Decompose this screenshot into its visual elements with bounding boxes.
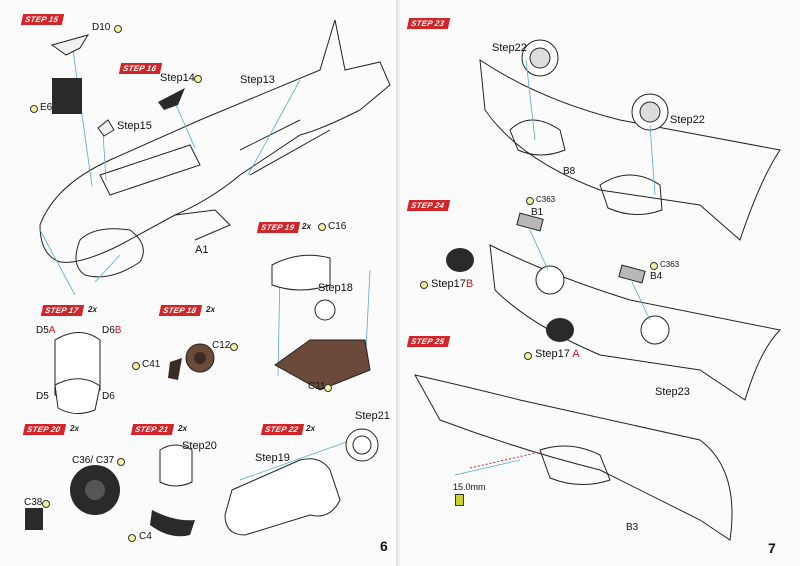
label-d6b-part: D6 bbox=[102, 325, 115, 336]
label-d5a-part: D5 bbox=[36, 325, 49, 336]
step-22-tag: STEP 22 bbox=[260, 424, 305, 435]
page-number-left: 6 bbox=[380, 538, 388, 554]
glue-marker-icon bbox=[526, 197, 534, 205]
label-c363-b: C363 bbox=[660, 260, 680, 269]
glue-marker-icon bbox=[420, 281, 428, 289]
label-c36-c37: C36/ C37 bbox=[72, 455, 115, 466]
nose-cone-outline bbox=[75, 228, 144, 278]
fuselage-outline bbox=[39, 19, 391, 263]
label-step23: Step23 bbox=[655, 386, 690, 398]
label-d6: D6 bbox=[102, 391, 115, 402]
glue-marker-icon bbox=[524, 352, 532, 360]
aircraft-step25-outline bbox=[414, 374, 733, 541]
glue-marker-icon bbox=[650, 262, 658, 270]
label-step22-left: Step22 bbox=[492, 42, 527, 54]
label-step17b-letter: B bbox=[465, 278, 474, 290]
step-25-tag: STEP 25 bbox=[406, 336, 451, 347]
step-21-tag: STEP 21 bbox=[130, 424, 175, 435]
label-step14: Step14 bbox=[160, 72, 195, 84]
label-step22-right: Step22 bbox=[670, 114, 705, 126]
page-number-right: 7 bbox=[768, 540, 776, 556]
label-c41: C41 bbox=[142, 359, 161, 370]
label-e6: E6 bbox=[40, 102, 53, 113]
label-step17a-text: Step17 bbox=[535, 348, 570, 360]
label-d10: D10 bbox=[92, 22, 111, 33]
step-17-tag: STEP 17 bbox=[40, 305, 85, 316]
label-d6b: D6B bbox=[102, 325, 121, 336]
label-step18: Step18 bbox=[318, 282, 353, 294]
glue-marker-icon bbox=[318, 223, 326, 231]
instruction-page-left: STEP 15 STEP 16 STEP 17 2x STEP 18 2x ST… bbox=[0, 0, 398, 566]
label-b4: B4 bbox=[650, 271, 663, 282]
label-a1: A1 bbox=[195, 244, 209, 256]
glue-marker-icon bbox=[194, 75, 202, 83]
label-step17b: Step17B bbox=[431, 278, 473, 290]
label-step13: Step13 bbox=[240, 74, 275, 86]
step-19-tag: STEP 19 bbox=[256, 222, 301, 233]
label-step21: Step21 bbox=[355, 410, 390, 422]
step-21-count: 2x bbox=[178, 424, 187, 433]
step-23-tag: STEP 23 bbox=[406, 18, 451, 29]
left-page-drawings bbox=[25, 19, 391, 537]
step-18-count: 2x bbox=[206, 305, 215, 314]
label-c16: C16 bbox=[328, 221, 347, 232]
step-18-tag: STEP 18 bbox=[158, 305, 203, 316]
label-d6b-letter: B bbox=[114, 325, 122, 336]
step-15-tag: STEP 15 bbox=[20, 14, 65, 25]
label-d5a: D5A bbox=[36, 325, 55, 336]
label-b1: B1 bbox=[531, 207, 544, 218]
page-gutter bbox=[396, 0, 402, 566]
label-c38: C38 bbox=[24, 497, 43, 508]
label-c12: C12 bbox=[212, 340, 231, 351]
label-b3: B3 bbox=[626, 522, 639, 533]
cockpit-outline bbox=[99, 144, 201, 196]
label-step20: Step20 bbox=[182, 440, 217, 452]
step-19-count: 2x bbox=[302, 222, 311, 231]
instruction-page-right: STEP 23 STEP 24 STEP 25 Step22 Step22 B8… bbox=[400, 0, 800, 566]
label-step17a: Step17 A bbox=[535, 348, 580, 360]
label-step17b-text: Step17 bbox=[431, 278, 466, 290]
step-17-count: 2x bbox=[88, 305, 97, 314]
wing-step23-outline bbox=[479, 58, 781, 241]
step-16-tag: STEP 16 bbox=[118, 63, 163, 74]
label-c363-a: C363 bbox=[536, 195, 556, 204]
label-d5a-letter: A bbox=[48, 325, 56, 336]
glue-marker-icon bbox=[230, 343, 238, 351]
label-b8: B8 bbox=[563, 166, 576, 177]
glue-marker-icon bbox=[30, 105, 38, 113]
label-d5: D5 bbox=[36, 391, 49, 402]
step-20-tag: STEP 20 bbox=[22, 424, 67, 435]
right-page-drawings bbox=[414, 39, 782, 541]
label-step15: Step15 bbox=[117, 120, 152, 132]
step-20-count: 2x bbox=[70, 424, 79, 433]
paint-chip-icon bbox=[455, 494, 464, 506]
label-step17a-letter: A bbox=[572, 348, 580, 360]
label-dimension: 15.0mm bbox=[453, 482, 486, 492]
label-c4: C4 bbox=[139, 531, 152, 542]
glue-marker-icon bbox=[132, 362, 140, 370]
glue-marker-icon bbox=[324, 384, 332, 392]
step-24-tag: STEP 24 bbox=[406, 200, 451, 211]
glue-marker-icon bbox=[128, 534, 136, 542]
glue-marker-icon bbox=[117, 458, 125, 466]
label-c11: C11 bbox=[308, 381, 326, 392]
label-step19: Step19 bbox=[255, 452, 290, 464]
glue-marker-icon bbox=[42, 500, 50, 508]
step-22-count: 2x bbox=[306, 424, 315, 433]
glue-marker-icon bbox=[114, 25, 122, 33]
